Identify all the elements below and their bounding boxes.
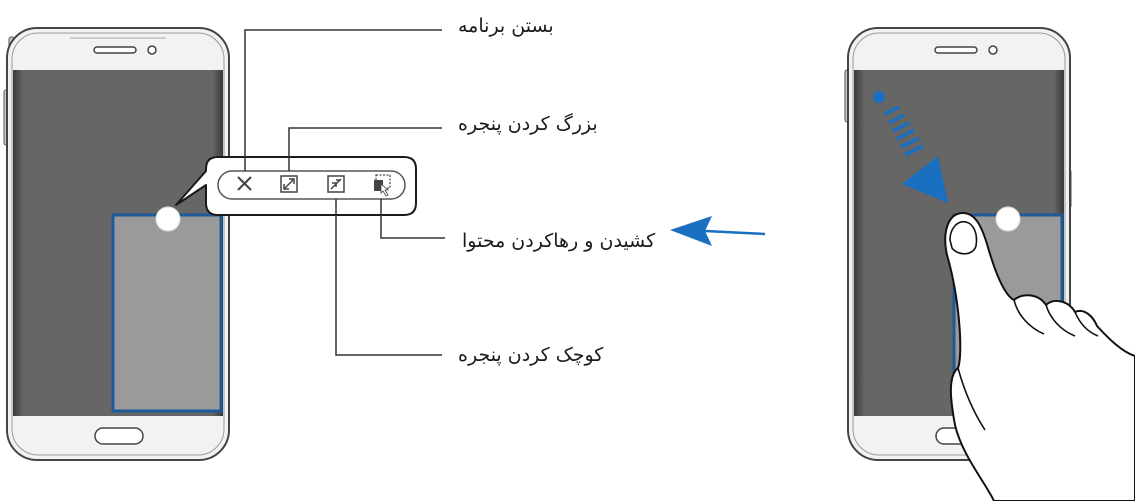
drag-gesture-arrow: [884, 105, 948, 203]
right-speaker-grille: [934, 46, 978, 54]
leader-lines: [244, 29, 445, 356]
close-icon[interactable]: [237, 176, 252, 191]
window-options-toolbar: [217, 170, 406, 200]
label-close-app: بستن برنامه: [458, 15, 554, 37]
hand-pointer: [944, 212, 1135, 501]
minimize-icon[interactable]: [327, 175, 345, 193]
left-mini-window: [111, 213, 223, 413]
touch-start-dot: [873, 91, 885, 103]
window-options-callout: [175, 156, 417, 216]
maximize-icon[interactable]: [280, 175, 298, 193]
label-drag-drop-content: کشیدن و رهاکردن محتوا: [462, 230, 656, 252]
left-window-handle: [155, 206, 181, 232]
left-speaker-grille: [93, 46, 137, 54]
center-arrow: [670, 216, 766, 246]
leader-minimize: [335, 199, 442, 356]
label-minimize-window: کوچک کردن پنجره: [458, 344, 604, 366]
leader-close: [244, 29, 442, 171]
leader-drag: [380, 199, 445, 239]
drag-drop-icon[interactable]: [374, 174, 391, 197]
leader-maximize: [288, 127, 442, 171]
left-front-camera: [147, 45, 157, 55]
left-phone: [3, 27, 230, 461]
left-home-button: [94, 427, 144, 445]
right-front-camera: [988, 45, 998, 55]
right-window-handle: [995, 206, 1021, 232]
label-maximize-window: بزرگ کردن پنجره: [458, 113, 598, 135]
